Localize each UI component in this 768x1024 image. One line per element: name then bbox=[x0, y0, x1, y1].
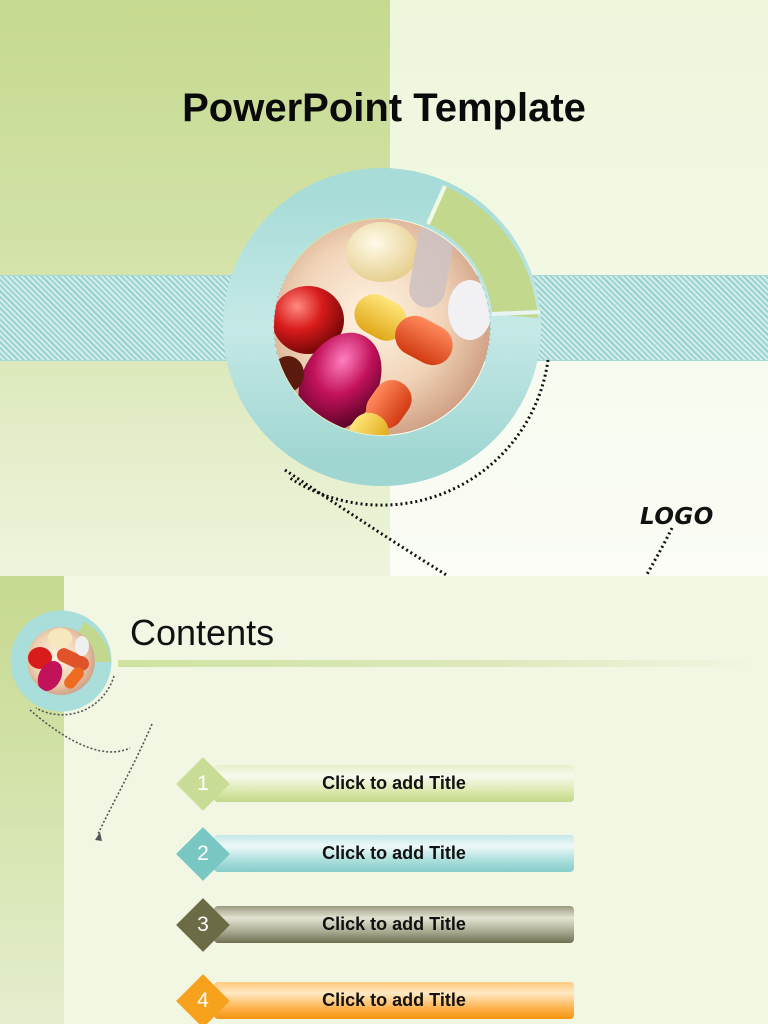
item-number: 1 bbox=[197, 772, 209, 795]
pills-emblem bbox=[223, 168, 674, 576]
heading-underline bbox=[118, 660, 758, 667]
item-number: 4 bbox=[197, 989, 209, 1012]
contents-item-2[interactable]: Click to add Title 2 bbox=[176, 826, 576, 882]
contents-item-4[interactable]: Click to add Title 4 bbox=[176, 973, 576, 1024]
contents-item-1[interactable]: Click to add Title 1 bbox=[176, 756, 576, 812]
item-number: 2 bbox=[197, 842, 209, 865]
title-slide: PowerPoint Template bbox=[0, 0, 768, 576]
contents-heading[interactable]: Contents bbox=[130, 612, 275, 653]
item-number: 3 bbox=[197, 913, 209, 936]
logo: LOGO bbox=[640, 504, 714, 530]
pills-photo-small bbox=[27, 627, 95, 695]
small-pills-emblem bbox=[10, 610, 153, 841]
item-title-bar[interactable]: Click to add Title bbox=[214, 765, 574, 802]
pills-photo bbox=[274, 219, 490, 435]
contents-item-3[interactable]: Click to add Title 3 bbox=[176, 897, 576, 953]
slide-title[interactable]: PowerPoint Template bbox=[182, 86, 586, 130]
contents-slide: Contents Click to add Title 1 Click to a… bbox=[0, 576, 768, 1024]
item-title-bar[interactable]: Click to add Title bbox=[214, 906, 574, 943]
item-title-bar[interactable]: Click to add Title bbox=[214, 835, 574, 872]
item-title-bar[interactable]: Click to add Title bbox=[214, 982, 574, 1019]
